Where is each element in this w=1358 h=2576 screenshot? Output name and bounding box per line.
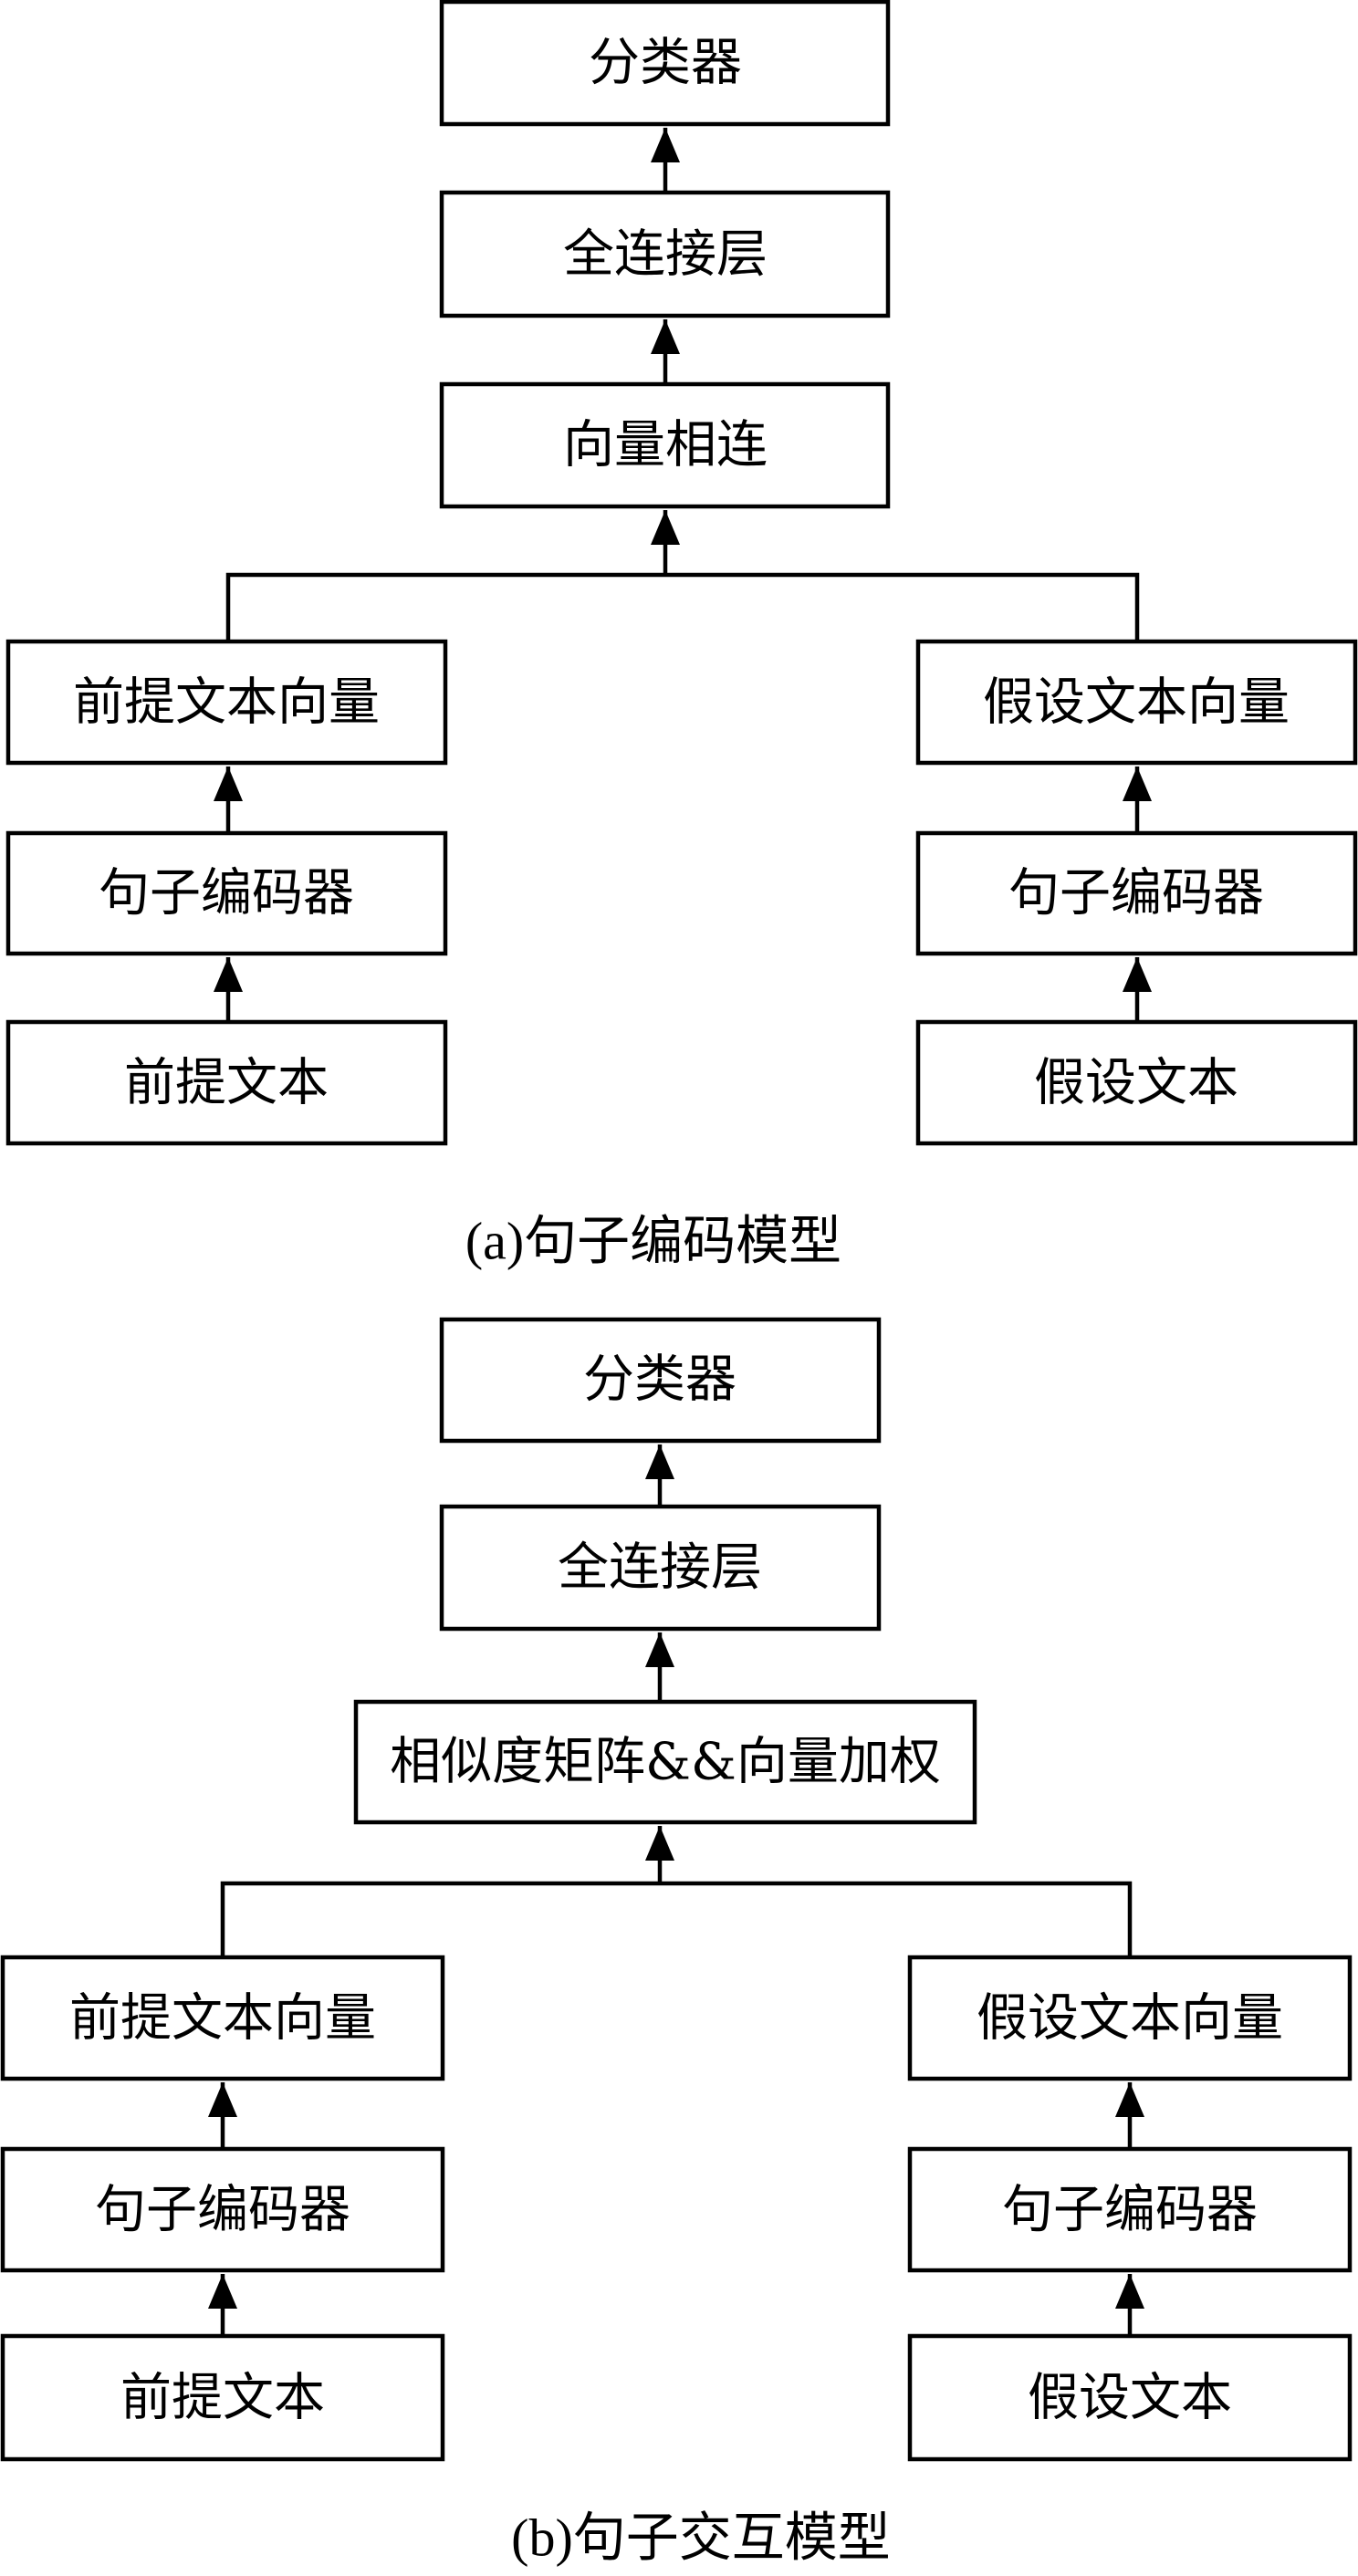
diagram-a: 分类器 全连接层 向量相连 前提文本向量 假设文本向量 句子编码器 句子编码器 bbox=[5, 0, 1358, 1271]
node-b-fully-connected-label: 全连接层 bbox=[558, 1538, 762, 1598]
node-a-hypothesis-vector-label: 假设文本向量 bbox=[983, 673, 1290, 733]
node-a-hypothesis-vector: 假设文本向量 bbox=[915, 639, 1358, 766]
arrowhead-b-premise-vector bbox=[208, 2082, 237, 2117]
arrowhead-b-hypothesis-vector bbox=[1115, 2082, 1144, 2117]
node-b-premise-text-label: 前提文本 bbox=[120, 2369, 325, 2428]
node-b-similarity-weighting-label: 相似度矩阵&&向量加权 bbox=[390, 1733, 941, 1792]
arrowhead-a-premise-vector bbox=[214, 767, 243, 801]
diagram-b-edges bbox=[208, 1444, 1144, 2336]
node-b-hypothesis-encoder: 句子编码器 bbox=[907, 2146, 1353, 2273]
node-b-similarity-weighting: 相似度矩阵&&向量加权 bbox=[353, 1699, 977, 1825]
node-a-vector-concat-label: 向量相连 bbox=[563, 416, 768, 475]
node-a-fully-connected: 全连接层 bbox=[439, 190, 891, 318]
node-a-premise-encoder: 句子编码器 bbox=[5, 830, 448, 956]
node-b-classifier-label: 分类器 bbox=[583, 1351, 736, 1410]
node-b-premise-vector-label: 前提文本向量 bbox=[69, 1989, 376, 2049]
node-b-premise-encoder-label: 句子编码器 bbox=[95, 2181, 350, 2240]
arrowhead-b-weighting bbox=[645, 1826, 674, 1861]
node-a-premise-encoder-label: 句子编码器 bbox=[99, 864, 354, 923]
diagram-a-edges bbox=[214, 128, 1152, 1022]
caption-a: (a)句子编码模型 bbox=[465, 1212, 841, 1271]
node-b-premise-text: 前提文本 bbox=[0, 2333, 445, 2462]
node-a-hypothesis-text: 假设文本 bbox=[915, 1019, 1358, 1146]
arrowhead-b-hypothesis-encoder bbox=[1115, 2274, 1144, 2309]
node-a-premise-text: 前提文本 bbox=[5, 1019, 448, 1146]
arrowhead-b-fc bbox=[645, 1632, 674, 1667]
arrowhead-a-classifier bbox=[651, 128, 680, 162]
node-a-classifier: 分类器 bbox=[439, 0, 891, 127]
node-b-premise-vector: 前提文本向量 bbox=[0, 1955, 445, 2081]
node-a-hypothesis-encoder-label: 句子编码器 bbox=[1008, 864, 1264, 923]
arrowhead-a-hypothesis-encoder bbox=[1123, 957, 1152, 992]
arrowhead-b-premise-encoder bbox=[208, 2274, 237, 2309]
node-b-premise-encoder: 句子编码器 bbox=[0, 2146, 445, 2273]
node-a-vector-concat: 向量相连 bbox=[439, 381, 891, 509]
node-a-classifier-label: 分类器 bbox=[589, 34, 742, 93]
node-b-hypothesis-encoder-label: 句子编码器 bbox=[1002, 2181, 1258, 2240]
node-a-premise-vector: 前提文本向量 bbox=[5, 639, 448, 766]
edge-b-vector-merge bbox=[220, 1881, 1133, 1957]
node-a-premise-text-label: 前提文本 bbox=[124, 1054, 329, 1113]
node-b-fully-connected: 全连接层 bbox=[439, 1504, 882, 1632]
arrowhead-a-fc bbox=[651, 319, 680, 354]
node-b-hypothesis-text: 假设文本 bbox=[907, 2333, 1353, 2462]
node-a-hypothesis-text-label: 假设文本 bbox=[1034, 1054, 1238, 1113]
diagram-b: 分类器 全连接层 相似度矩阵&&向量加权 前提文本向量 假设文本向量 句子编码器… bbox=[0, 1317, 1353, 2568]
node-a-fully-connected-label: 全连接层 bbox=[563, 225, 768, 285]
node-b-hypothesis-vector: 假设文本向量 bbox=[907, 1955, 1353, 2081]
arrowhead-a-hypothesis-vector bbox=[1123, 767, 1152, 801]
node-b-hypothesis-vector-label: 假设文本向量 bbox=[977, 1989, 1283, 2049]
caption-b: (b)句子交互模型 bbox=[511, 2508, 891, 2568]
node-b-classifier: 分类器 bbox=[439, 1317, 882, 1444]
arrowhead-a-premise-encoder bbox=[214, 957, 243, 992]
node-a-premise-vector-label: 前提文本向量 bbox=[73, 673, 380, 733]
arrowhead-a-concat bbox=[651, 510, 680, 545]
arrowhead-b-classifier bbox=[645, 1444, 674, 1479]
edge-a-premise-vector-merge bbox=[225, 572, 1140, 641]
node-b-hypothesis-text-label: 假设文本 bbox=[1028, 2369, 1232, 2428]
node-a-hypothesis-encoder: 句子编码器 bbox=[915, 830, 1358, 956]
